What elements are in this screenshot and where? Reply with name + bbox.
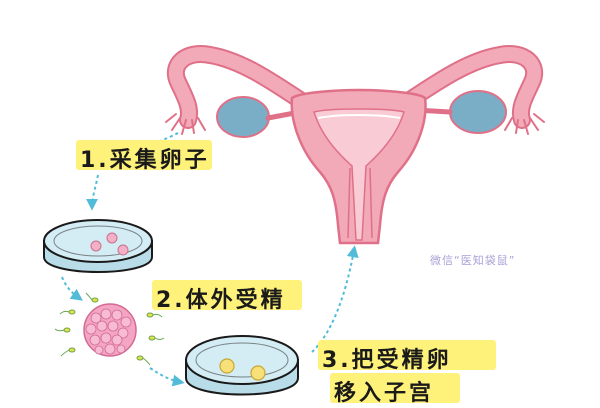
left-fimbriae	[165, 113, 206, 135]
step3-label-line2: 移入子宫	[334, 375, 434, 407]
step2-highlight	[152, 280, 302, 310]
fertilized-egg	[219, 358, 235, 374]
step3-text: 把受精卵	[351, 348, 452, 373]
fertilized-egg	[250, 365, 266, 381]
step3-highlight-line2	[330, 373, 460, 403]
step2-text: 体外受精	[185, 288, 286, 313]
arrow-embryo-to-dish2	[149, 367, 185, 387]
right-fimbriae	[504, 113, 545, 135]
arrow-dish2-to-uterus	[311, 245, 359, 353]
uterus-illustration	[165, 45, 545, 245]
petri-dish-icon	[43, 219, 153, 273]
arrow-step1-to-dish	[86, 174, 99, 211]
step3-number: 3.	[322, 348, 352, 373]
step1-text: 采集卵子	[109, 148, 210, 173]
uterine-cavity	[313, 108, 405, 241]
egg	[106, 232, 118, 244]
watermark-text: 微信“医知袋鼠”	[430, 254, 516, 267]
step1-label: 1.采集卵子	[80, 142, 210, 174]
arrow-dish-to-embryo	[61, 276, 83, 301]
step3-label-line1: 3.把受精卵	[322, 342, 452, 374]
left-ovary	[216, 96, 270, 138]
egg	[117, 244, 129, 256]
sperm-icon	[54, 292, 165, 366]
egg	[90, 240, 102, 252]
embryo-icon	[83, 303, 137, 357]
step3-text-line2: 移入子宫	[334, 381, 435, 406]
step2-label: 2.体外受精	[156, 282, 286, 314]
petri-dish-icon	[185, 335, 299, 396]
right-ovary	[449, 90, 507, 134]
step3-highlight-line1	[318, 340, 496, 370]
step2-number: 2.	[156, 288, 186, 313]
step1-number: 1.	[80, 148, 110, 173]
step1-highlight	[76, 140, 212, 170]
